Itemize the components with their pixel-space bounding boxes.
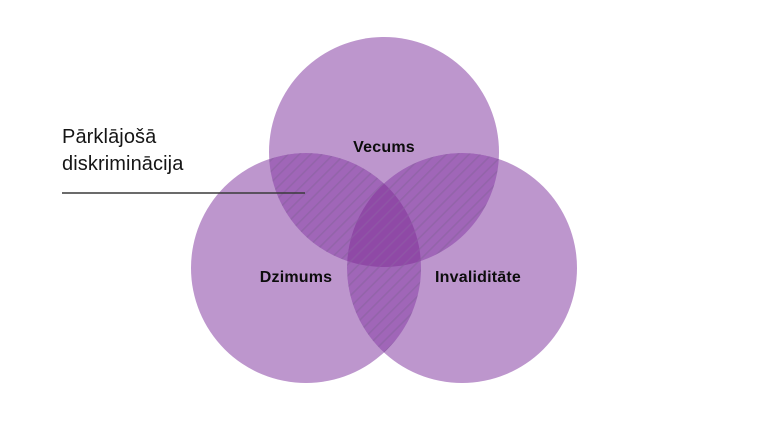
circle-label-invaliditate: Invaliditāte: [435, 269, 521, 286]
overlap-triple-center: [347, 153, 421, 267]
callout-label: Pārklājošā diskriminācija: [62, 126, 184, 175]
circle-label-vecums: Vecums: [353, 139, 415, 156]
circle-label-dzimums: Dzimums: [259, 269, 333, 286]
